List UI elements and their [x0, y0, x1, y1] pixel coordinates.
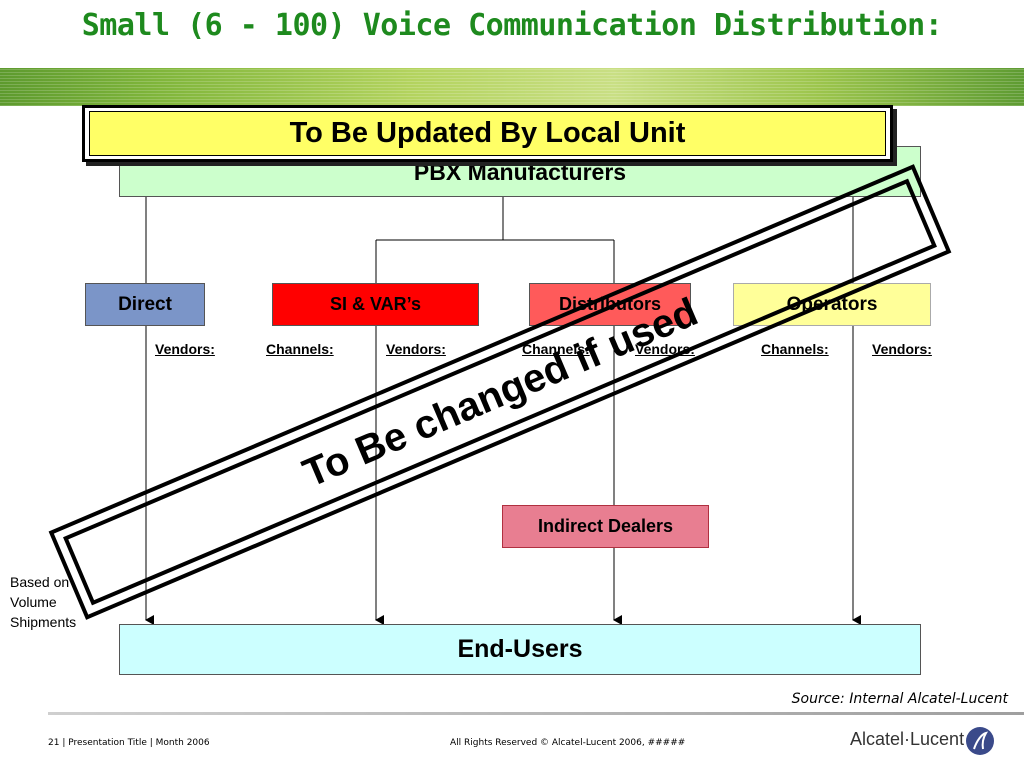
based-on-note: Based on Volume Shipments	[10, 572, 76, 632]
header-banner	[0, 68, 1024, 106]
vendors-label: Vendors:	[386, 341, 446, 357]
based-on-line: Volume	[10, 594, 57, 610]
based-on-line: Shipments	[10, 614, 77, 630]
channels-label: Channels:	[266, 341, 334, 357]
footer-page-info: 21 | Presentation Title | Month 2006	[48, 738, 210, 748]
end-users-box: End-Users	[119, 624, 921, 675]
vendors-label: Vendors:	[155, 341, 215, 357]
indirect-dealers-box: Indirect Dealers	[502, 505, 709, 548]
based-on-line: Based on	[10, 574, 70, 590]
stamp-text: To Be changed if used	[297, 290, 704, 496]
company-logo-text: Alcatel·Lucent	[850, 729, 965, 749]
footer-copyright: All Rights Reserved © Alcatel-Lucent 200…	[450, 738, 686, 748]
vendors-label: Vendors:	[872, 341, 932, 357]
update-banner: To Be Updated By Local Unit	[82, 105, 893, 162]
distributors-box: Distributors	[529, 283, 691, 326]
alcatel-lucent-logo-icon	[966, 727, 994, 755]
footer-divider	[48, 712, 1024, 715]
stamp-outer-border	[48, 164, 952, 620]
channels-label: Channels:	[761, 341, 829, 357]
direct-box: Direct	[85, 283, 205, 326]
source-note: Source: Internal Alcatel-Lucent	[791, 691, 1008, 707]
update-banner-text: To Be Updated By Local Unit	[89, 111, 886, 156]
channels-label: Channels:	[522, 341, 590, 357]
si-var-box: SI & VAR’s	[272, 283, 479, 326]
stamp-inner-border	[63, 178, 937, 606]
slide-title: Small (6 - 100) Voice Communication Dist…	[81, 8, 943, 43]
